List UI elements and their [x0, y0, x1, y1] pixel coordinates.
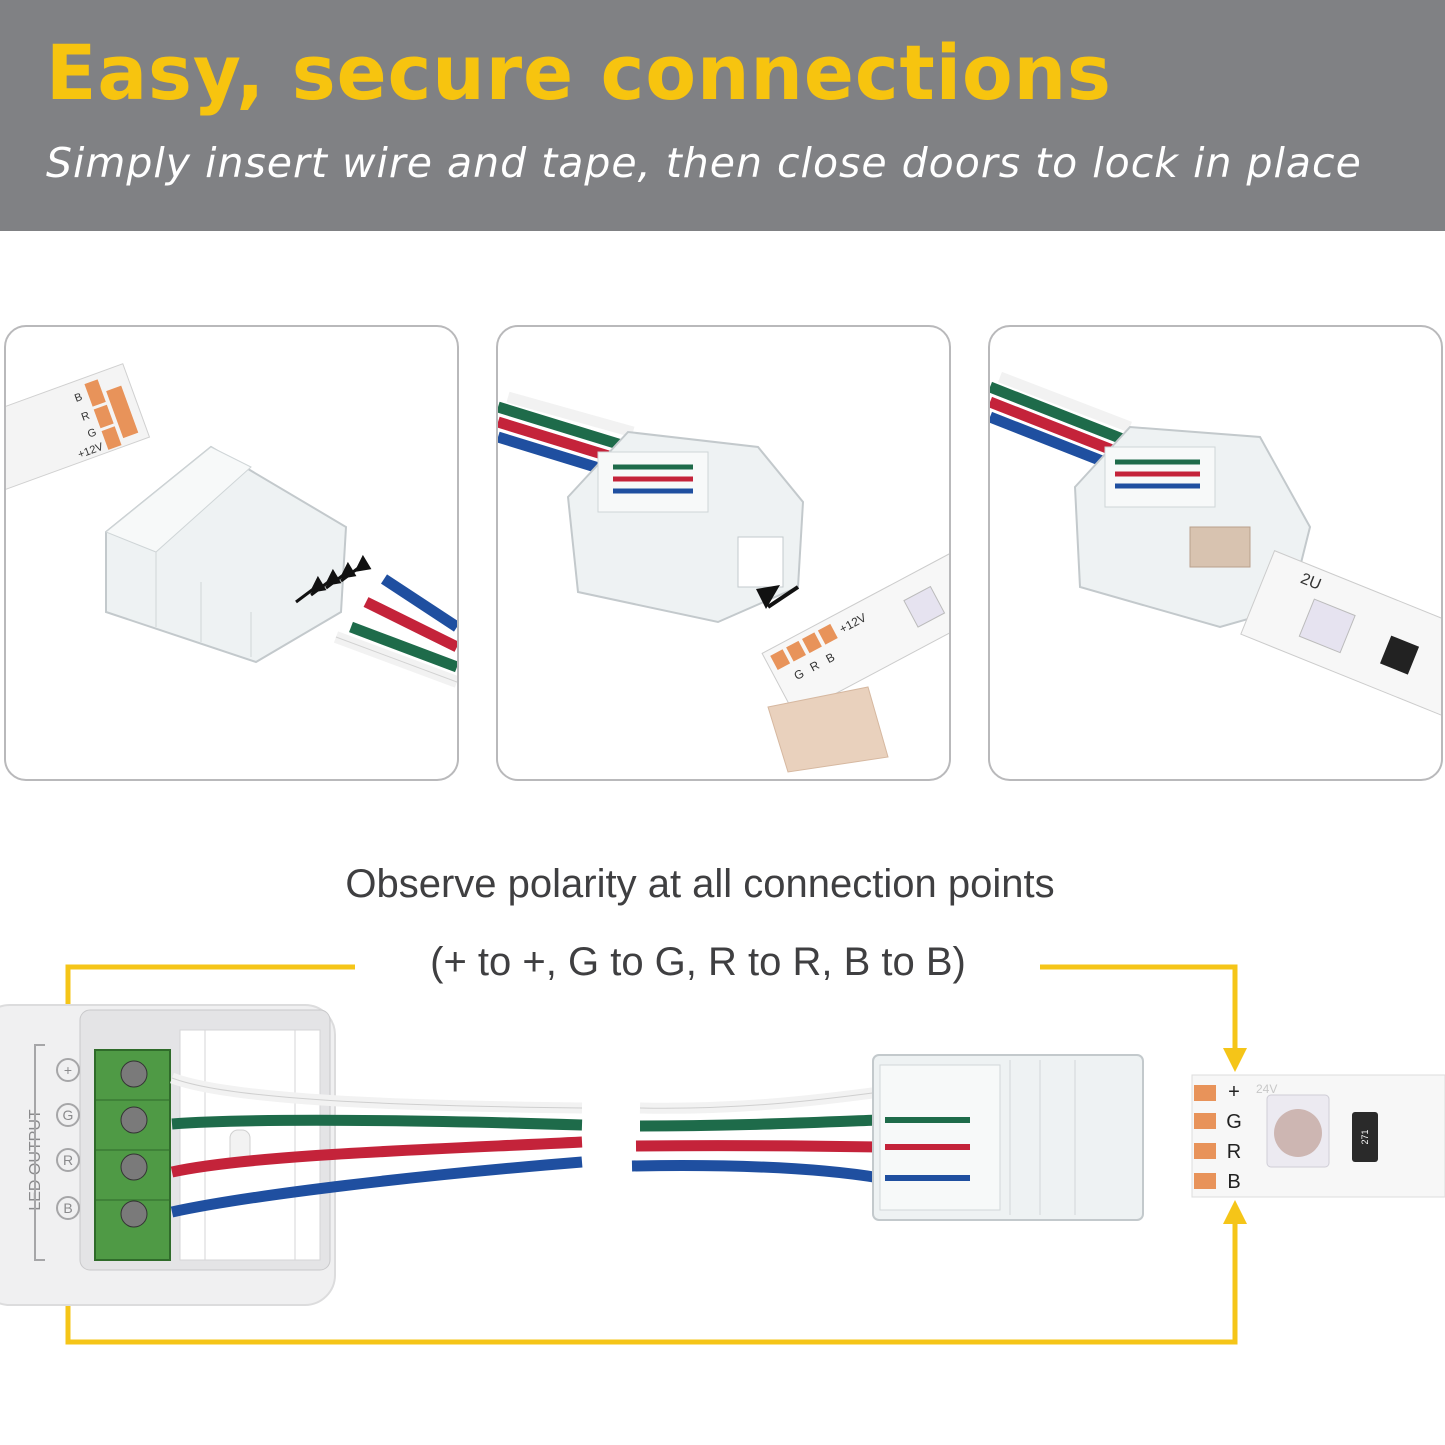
step-3-illustration: 2U: [990, 371, 1441, 721]
terminal-label: G: [63, 1107, 74, 1123]
terminal-label: B: [63, 1200, 72, 1216]
copper-pad-icon: [1194, 1143, 1216, 1159]
insert-arrow-icon: [756, 585, 800, 609]
header-banner: Easy, secure connections Simply insert w…: [0, 0, 1445, 231]
polarity-arrow-icon: [65, 964, 1238, 1345]
pad-label: R: [80, 410, 92, 424]
step-1-illustration: B R G +12V: [6, 363, 457, 688]
page-subtitle: Simply insert wire and tape, then close …: [46, 139, 1362, 187]
connector-icon: [105, 445, 348, 664]
terminal-marker-icon: [56, 1103, 80, 1127]
led-strip: + G R B 24V 271: [1191, 1074, 1445, 1198]
led-chip-icon: [903, 585, 946, 628]
insert-arrows-icon: [295, 554, 372, 604]
polarity-rule: (+ to +, G to G, R to R, B to B): [430, 940, 966, 984]
brand-logo-icon: [1380, 635, 1420, 675]
strip-pad-label: B: [1227, 1171, 1240, 1193]
terminal-marker-icon: [56, 1058, 80, 1082]
connector-icon: [566, 430, 805, 624]
step-3-panel: 2U: [988, 325, 1443, 781]
connector-icon: [872, 1054, 1144, 1221]
step-1-panel: B R G +12V: [4, 325, 459, 781]
pad-label: G: [86, 426, 98, 440]
strip-pad-label: G: [1226, 1111, 1242, 1133]
page-title: Easy, secure connections: [46, 28, 1112, 117]
strip-voltage-label: 24V: [1256, 1082, 1277, 1096]
strip-pad-label: R: [1227, 1141, 1241, 1163]
strip-label: 2U: [1298, 570, 1323, 593]
step-2-panel: +12V G R B: [496, 325, 951, 781]
pad-label: B: [73, 391, 84, 405]
terminal-label: R: [63, 1152, 73, 1168]
copper-pad-icon: [1194, 1113, 1216, 1129]
wiring-diagram: LED OUTPUT + G R B: [0, 964, 1445, 1345]
terminal-block-icon: [94, 1049, 171, 1261]
led-chip-icon: [1298, 598, 1356, 654]
step-2-illustration: +12V G R B: [498, 391, 949, 773]
arrow-head-icon: [1223, 1200, 1247, 1224]
polarity-instruction: Observe polarity at all connection point…: [345, 862, 1055, 906]
copper-pad-icon: [1194, 1173, 1216, 1189]
copper-pad-icon: [1194, 1085, 1216, 1101]
terminal-marker-icon: [56, 1148, 80, 1172]
copper-pad-icon: [84, 379, 106, 407]
resistor-label: 271: [1360, 1129, 1370, 1144]
terminal-marker-icon: [56, 1196, 80, 1220]
strip-pad-label: +: [1228, 1081, 1240, 1103]
arrow-head-icon: [1223, 1048, 1247, 1072]
terminal-label: +: [64, 1062, 72, 1078]
resistor-icon: [1352, 1112, 1378, 1162]
connector-icon: [1073, 425, 1312, 629]
